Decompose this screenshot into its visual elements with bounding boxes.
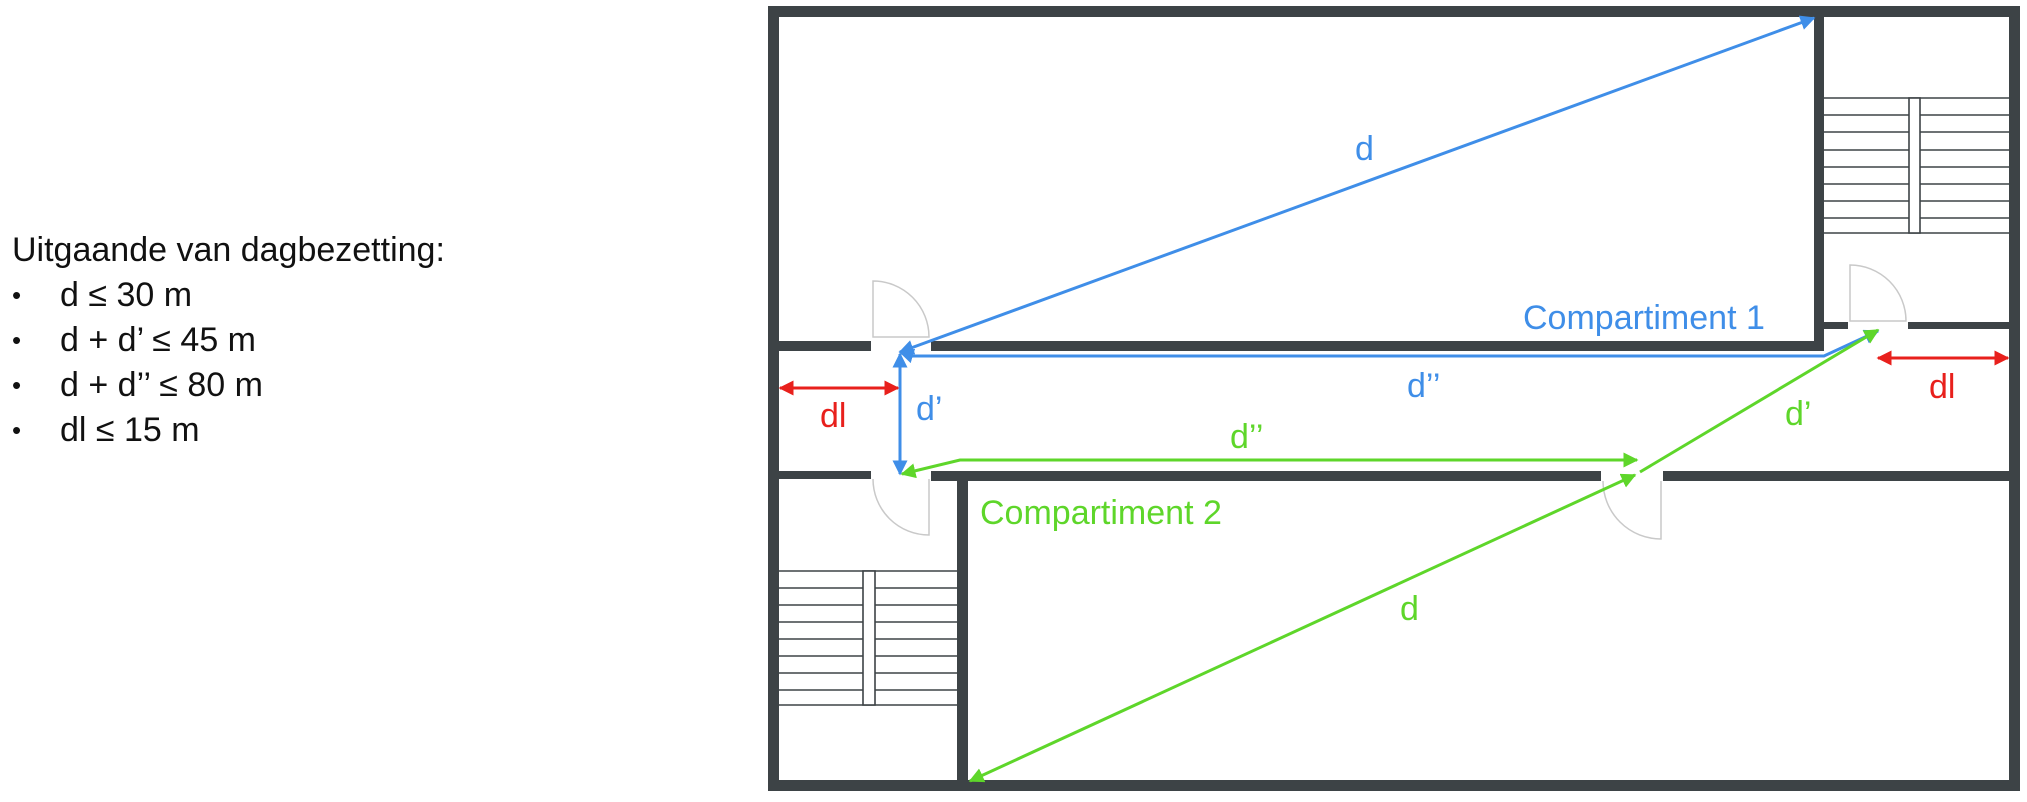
path-d-compartment-1	[898, 15, 1816, 355]
path-d-prime-compartment-2	[1639, 328, 1880, 474]
rule-item: d + d’ ≤ 45 m	[12, 318, 445, 363]
outer-wall-bottom	[768, 780, 2020, 791]
stair-wall-lower	[957, 471, 968, 780]
rule-item: d + d’’ ≤ 80 m	[12, 363, 445, 408]
door-lower-left	[872, 478, 930, 536]
stair-wall-upper	[1814, 17, 1824, 350]
label-d-compartment-2: d	[1400, 590, 1419, 628]
corridor-wall-lower-right	[1663, 471, 2009, 481]
rules-list: d ≤ 30 m d + d’ ≤ 45 m d + d’’ ≤ 80 m dl…	[12, 273, 445, 453]
corridor-wall-upper-right	[1908, 322, 2009, 329]
label-dl-left: dl	[820, 397, 846, 435]
stair-wall-upper-stub	[1824, 322, 1848, 329]
corridor-wall-lower-mid	[931, 471, 1601, 481]
dl-paths	[778, 350, 2010, 396]
rules-heading: Uitgaande van dagbezetting:	[12, 231, 445, 269]
label-compartment-2: Compartiment 2	[980, 494, 1222, 532]
compartment-1-paths	[892, 15, 1880, 476]
label-dl-right: dl	[1929, 368, 1955, 406]
label-d-compartment-1: d	[1355, 130, 1374, 168]
path-d-double-prime-compartment-2	[900, 452, 1639, 479]
label-d-prime-compartment-2: d’	[1785, 395, 1811, 433]
label-compartment-1: Compartiment 1	[1523, 299, 1765, 337]
label-d-prime-compartment-1: d’	[916, 390, 942, 428]
label-d-double-prime-compartment-2: d’’	[1230, 418, 1263, 456]
door-lower-mid	[1602, 480, 1662, 540]
rules-panel: Uitgaande van dagbezetting: d ≤ 30 m d +…	[12, 228, 445, 453]
door-upper-right	[1849, 264, 1907, 322]
path-d-compartment-2	[968, 473, 1637, 783]
outer-wall-right	[2009, 6, 2020, 791]
outer-wall-top	[768, 6, 2020, 17]
corridor-wall-upper-left	[779, 341, 871, 351]
corridor-wall-upper-mid	[931, 341, 1824, 351]
corridor-wall-lower-left	[779, 471, 871, 479]
staircase-lower-left	[779, 570, 957, 706]
rule-item: dl ≤ 15 m	[12, 408, 445, 453]
compartment-2-paths	[900, 328, 1880, 783]
label-d-double-prime-compartment-1: d’’	[1407, 367, 1440, 405]
door-upper-left	[872, 280, 930, 338]
rule-item: d ≤ 30 m	[12, 273, 445, 318]
staircase-upper-right	[1824, 97, 2009, 234]
outer-wall-left	[768, 6, 779, 791]
